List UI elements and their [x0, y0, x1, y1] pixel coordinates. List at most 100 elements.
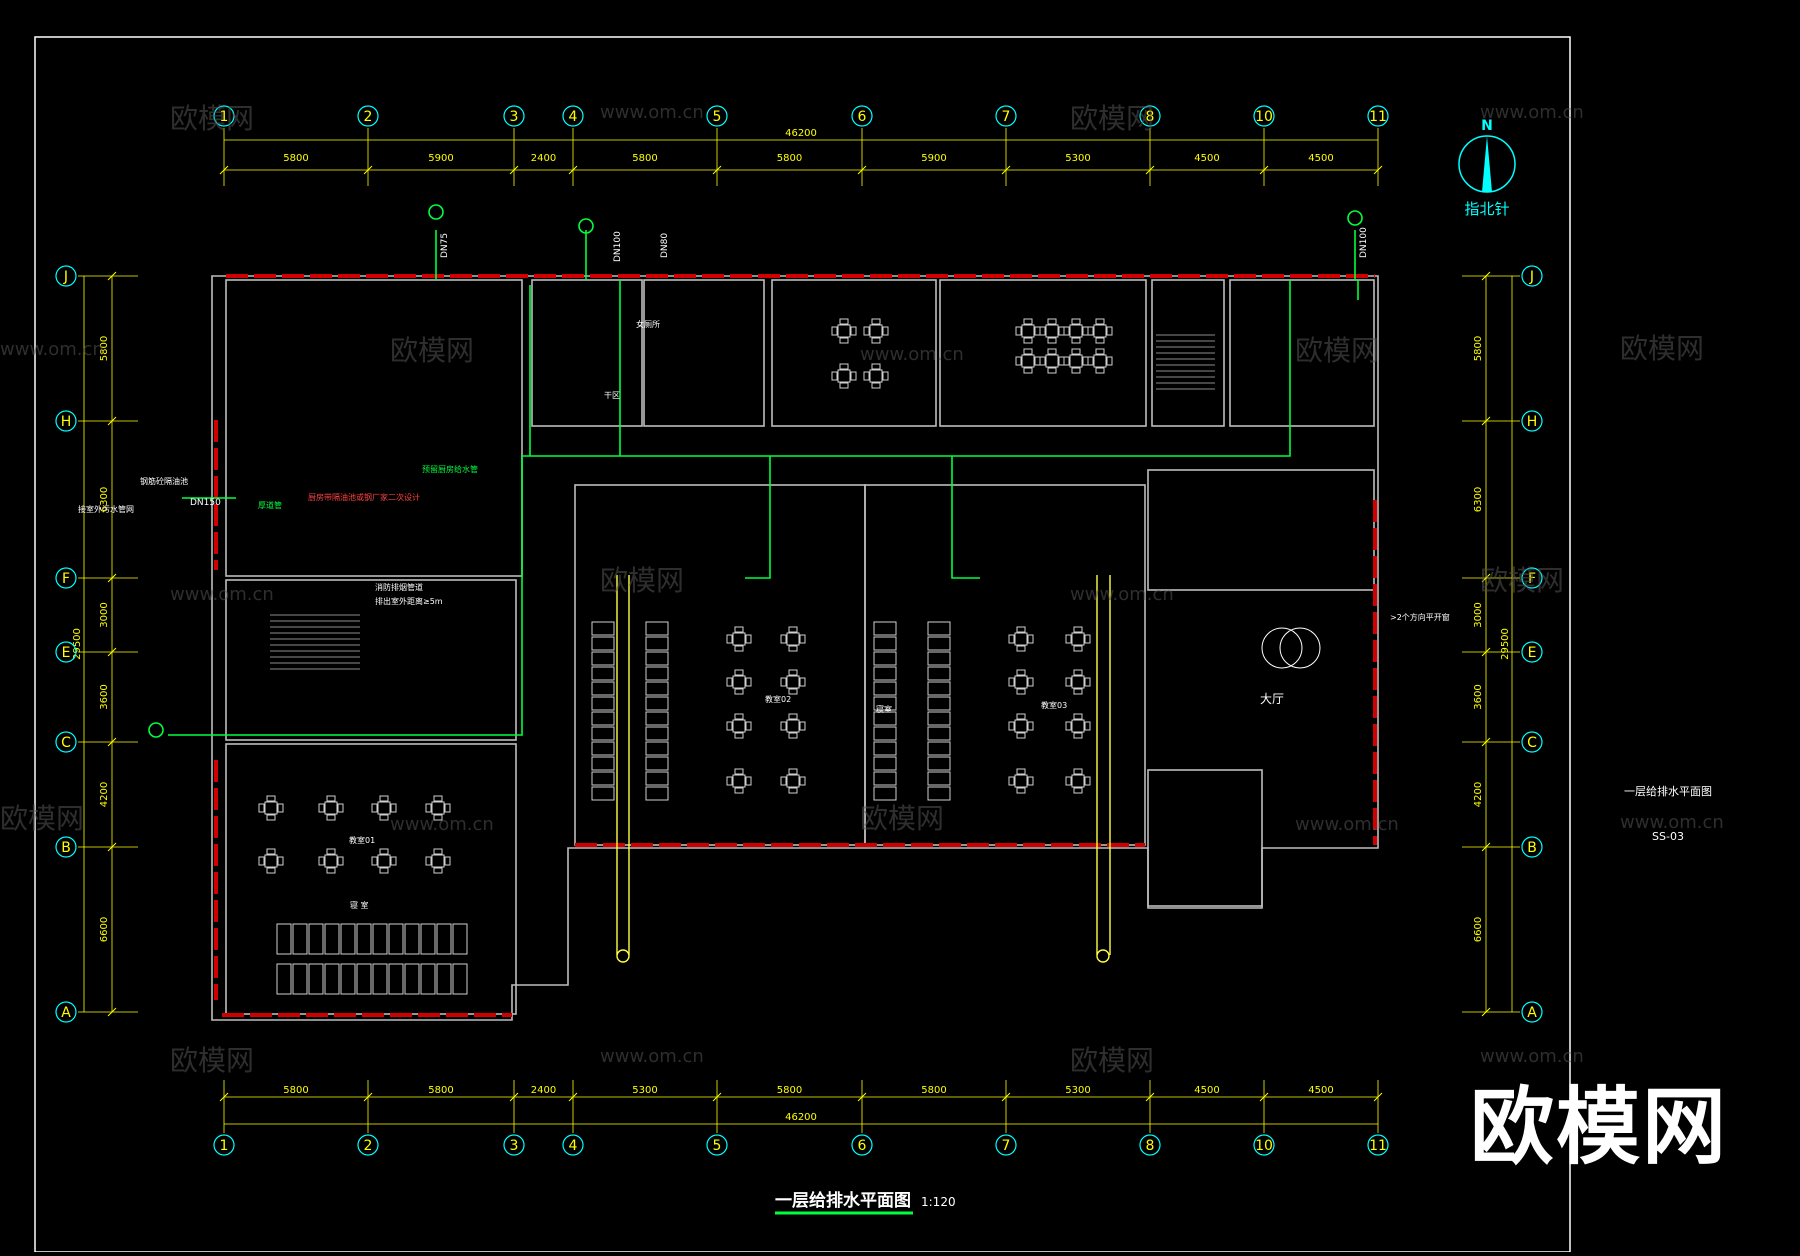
dimension-value: 5800 — [921, 1085, 946, 1096]
drawing-frame — [34, 36, 1571, 1253]
axis-bubble-col-3-top: 3 — [503, 105, 525, 127]
drain-risers — [616, 575, 1111, 963]
watermark-text: www.om.cn — [1295, 814, 1399, 835]
axis-label-row: F — [62, 571, 70, 587]
watermark-text: www.om.cn — [1620, 812, 1724, 833]
note-right: >2个方向平开窗 — [1390, 612, 1450, 622]
watermarks: 欧模网 www.om.cn 欧模网 www.om.cn 欧模网 www.om.cn 欧模网 w… — [0, 102, 1724, 1077]
bed — [591, 696, 615, 711]
bed — [356, 923, 372, 955]
watermark-text: www.om.cn — [1480, 1046, 1584, 1067]
bed — [452, 923, 468, 955]
bed — [436, 963, 452, 995]
axis-label-col: 7 — [1002, 109, 1011, 125]
dimension-value: 5300 — [632, 1085, 657, 1096]
bed — [372, 923, 388, 955]
desk-set — [1008, 626, 1034, 652]
axis-bubble-row-B-right: B — [1521, 836, 1543, 858]
axis-label-col: 3 — [510, 109, 519, 125]
bed — [420, 963, 436, 995]
axis-label-col: 6 — [858, 1138, 867, 1154]
desk-set — [318, 795, 344, 821]
bed — [591, 756, 615, 771]
bed — [372, 963, 388, 995]
dimension-value-right: 3600 — [1473, 684, 1484, 709]
watermark-text: www.om.cn — [600, 102, 704, 123]
note-hood: 预留厨房给水管 — [422, 464, 478, 474]
dimension-total: 46200 — [785, 128, 817, 139]
bed — [873, 696, 897, 711]
bed — [873, 756, 897, 771]
note-fire2: 排出室外距离≥5m — [375, 596, 443, 606]
bed — [645, 651, 669, 666]
desk-set — [1063, 348, 1089, 374]
label-hall: 大厅 — [1260, 692, 1284, 706]
bed — [873, 786, 897, 801]
bed — [591, 621, 615, 636]
dimension-value-left: 3600 — [99, 684, 110, 709]
watermark-text: 欧模网 — [0, 802, 84, 835]
pipe-label-dn150: DN150 — [190, 498, 221, 508]
desk-set — [1065, 713, 1091, 739]
north-arrow: N 指北针 — [1458, 118, 1516, 218]
note-sewer: 接室外污水管网 — [78, 504, 134, 514]
dimension-value: 5800 — [428, 1085, 453, 1096]
axis-label-row: B — [1527, 840, 1537, 856]
watermark-text: 欧模网 — [1480, 564, 1564, 597]
watermark-text: 欧模网 — [170, 1044, 254, 1077]
dimension-value: 5900 — [921, 153, 946, 164]
desk-set — [371, 848, 397, 874]
axis-label-col: 7 — [1002, 1138, 1011, 1154]
bed — [591, 711, 615, 726]
bed — [436, 923, 452, 955]
axis-label-row: J — [63, 269, 68, 285]
axis-bubble-col-5-top: 5 — [706, 105, 728, 127]
dimension-value: 5300 — [1065, 1085, 1090, 1096]
building-walls — [211, 275, 1379, 1021]
bed — [927, 651, 951, 666]
dimension-value: 4500 — [1194, 153, 1219, 164]
dimension-value: 5800 — [777, 153, 802, 164]
axis-label-row: E — [62, 645, 71, 661]
watermark-text: www.om.cn — [390, 814, 494, 835]
bed — [308, 963, 324, 995]
watermark-text: 欧模网 — [1070, 1044, 1154, 1077]
exterior-wall-highlights — [214, 274, 1377, 1017]
desk-set — [726, 768, 752, 794]
axis-bubble-col-4-top: 4 — [562, 105, 584, 127]
dimension-total-left: 29500 — [72, 628, 83, 660]
watermark-text: www.om.cn — [1070, 584, 1174, 605]
axis-bubble-col-7-bottom: 7 — [995, 1134, 1017, 1156]
axis-bubble-col-2-top: 2 — [357, 105, 379, 127]
dimension-total: 46200 — [785, 1112, 817, 1123]
axis-label-row: C — [61, 735, 71, 751]
dimension-value-left: 6300 — [99, 487, 110, 512]
bed — [388, 963, 404, 995]
axis-bubble-row-E-right: E — [1521, 641, 1543, 663]
bed — [645, 696, 669, 711]
dimension-total-right: 29500 — [1500, 628, 1511, 660]
axis-bubble-row-H-right: H — [1521, 410, 1543, 432]
bed — [324, 923, 340, 955]
note-fire: 消防排烟管道 — [375, 582, 423, 592]
bed — [927, 771, 951, 786]
drawing-title: 一层给排水平面图 1:120 — [775, 1190, 956, 1215]
dimension-value: 5300 — [1065, 153, 1090, 164]
bed — [452, 963, 468, 995]
axis-label-col: 5 — [713, 109, 722, 125]
axis-label-row: F — [1528, 571, 1536, 587]
axis-label-row: H — [1527, 414, 1538, 430]
pipe-label-dn75: DN75 — [440, 233, 450, 258]
dimension-value: 5800 — [283, 1085, 308, 1096]
axis-label-row: A — [61, 1005, 71, 1021]
bed — [927, 786, 951, 801]
bed — [873, 666, 897, 681]
desk-set — [726, 669, 752, 695]
label-sleep1: 寝 室 — [350, 900, 369, 910]
dimension-value-left: 6600 — [99, 917, 110, 942]
axis-bubble-row-B-left: B — [55, 836, 77, 858]
desk-set — [831, 363, 857, 389]
desk-set — [780, 669, 806, 695]
watermark-text: 欧模网 — [170, 102, 254, 135]
